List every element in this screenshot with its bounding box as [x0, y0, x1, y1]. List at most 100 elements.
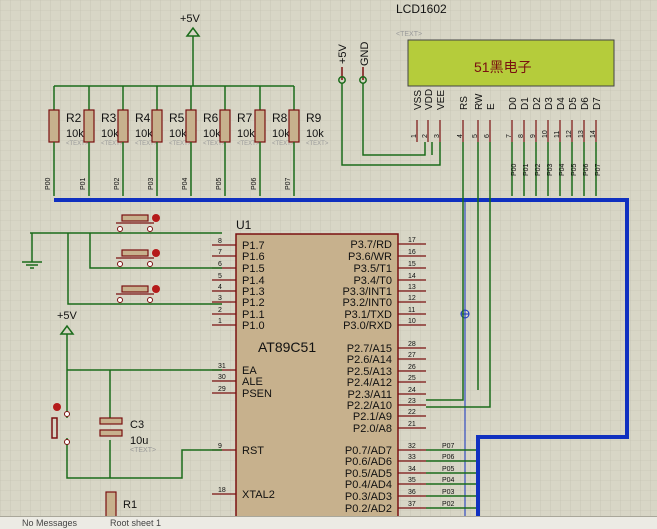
lcd-net-label: P00	[511, 163, 518, 176]
lcd-pin-label: VEE	[436, 90, 447, 110]
resistor-r8[interactable]	[254, 109, 266, 143]
button-contact	[117, 297, 123, 303]
mcu-pin-name: P0.3/AD3	[345, 491, 392, 503]
mcu-pin-number: 7	[218, 249, 222, 256]
mcu-pin-number: 14	[408, 273, 416, 280]
resistor-text-placeholder: <TEXT>	[135, 141, 158, 147]
mcu-pin-name: P1.4	[242, 275, 265, 287]
p0-net-label: P07	[442, 443, 455, 450]
p0-net-label: P03	[442, 489, 455, 496]
button-wires	[30, 232, 222, 305]
capacitor-c3[interactable]: C3 10u <TEXT>	[99, 417, 156, 454]
mcu-part: AT89C51	[258, 339, 316, 355]
lcd-net-label: P02	[535, 163, 542, 176]
mcu-pin-name: P3.3/INT1	[342, 286, 392, 298]
resistor-r6[interactable]	[185, 109, 197, 143]
mcu-pin-name: P3.5/T1	[353, 263, 392, 275]
vcc-pullup-terminal[interactable]: +5V	[180, 13, 201, 86]
vcc-label: +5V	[337, 43, 349, 64]
lcd-pin-number: 8	[518, 134, 525, 138]
reset-circuit[interactable]: +5V C3 10u <TEXT> R1	[51, 310, 222, 519]
resistor-net-label: P07	[285, 177, 292, 190]
status-sheet: Root sheet 1	[110, 518, 162, 528]
status-bar: No Messages Root sheet 1	[0, 516, 657, 529]
lcd-text-placeholder: <TEXT>	[396, 31, 422, 38]
mcu-pin-number: 11	[408, 307, 415, 314]
lcd-net-label: P04	[559, 163, 566, 176]
button-cap[interactable]	[121, 249, 149, 257]
mcu-pin-number: 9	[218, 443, 222, 450]
reset-button[interactable]	[51, 403, 70, 445]
lcd-module[interactable]: LCD1602 <TEXT> 51黑电子 VSS1VDD2VEE3RS4RW5E…	[396, 2, 615, 196]
ground-symbol-icon	[22, 260, 42, 269]
resistor-bank[interactable]: R210k<TEXT>P00R310k<TEXT>P01R410k<TEXT>P…	[45, 86, 329, 196]
mcu-pin-number: 29	[218, 386, 226, 393]
resistor-net-label: P05	[216, 177, 223, 190]
resistor-r4[interactable]	[117, 109, 129, 143]
button-cap[interactable]	[121, 214, 149, 222]
resistor-r1[interactable]: R1	[105, 491, 137, 519]
lcd-pin-number: 13	[578, 130, 585, 138]
lcd-pin-label: VSS	[413, 90, 424, 110]
vcc-pullup-label: +5V	[180, 13, 201, 25]
mcu-pin-number: 3	[218, 295, 222, 302]
resistor-name: R6	[203, 111, 219, 125]
mcu-pin-name: P3.2/INT0	[342, 297, 392, 309]
mcu-pin-number: 2	[218, 307, 222, 314]
lcd-pin-label: D4	[556, 97, 567, 110]
mcu-body	[235, 233, 399, 528]
button-contact	[147, 226, 153, 232]
lcd-pin-label: D2	[532, 97, 543, 110]
resistor-r9[interactable]	[288, 109, 300, 143]
p0-net-label: P05	[442, 466, 455, 473]
mcu-pin-name: P2.2/A10	[347, 400, 392, 412]
resistor-value: 10k	[135, 128, 153, 140]
mcu-pin-number: 4	[218, 284, 222, 291]
mcu-pin-number: 24	[408, 387, 416, 394]
resistor-text-placeholder: <TEXT>	[169, 141, 192, 147]
lcd-e-wire	[426, 142, 491, 408]
mcu-pin-name: P0.7/AD7	[345, 445, 392, 457]
resistor-r2[interactable]	[48, 109, 60, 143]
resistor-name: R5	[169, 111, 185, 125]
mcu-pin-number: 34	[408, 466, 416, 473]
resistor-name: R9	[306, 111, 322, 125]
mcu-pin-name: P2.0/A8	[353, 423, 392, 435]
mcu-pin-number: 37	[408, 501, 416, 508]
mcu-pin-number: 25	[408, 375, 416, 382]
lcd-pin-number: 3	[434, 134, 441, 138]
vcc-reset-label: +5V	[57, 310, 78, 322]
mcu-pin-name: P3.7/RD	[350, 239, 392, 251]
resistor-r7[interactable]	[219, 109, 231, 143]
resistor-r5[interactable]	[151, 109, 163, 143]
lcd-pin-label: D7	[592, 97, 603, 110]
button-group[interactable]	[116, 214, 160, 303]
mcu-pin-number: 15	[408, 261, 416, 268]
p0-bus	[54, 198, 629, 528]
p0-net-label: P02	[442, 501, 455, 508]
lcd-pin-label: D1	[520, 97, 531, 110]
vcc-terminal[interactable]: +5V	[337, 43, 349, 84]
button-cap[interactable]	[121, 285, 149, 293]
mcu-pin-number: 16	[408, 249, 416, 256]
mcu-pin-name: P1.7	[242, 240, 265, 252]
reset-wires	[66, 334, 222, 479]
mcu-pin-name: P1.0	[242, 320, 265, 332]
button-contact	[147, 261, 153, 267]
lcd-pin-number: 5	[472, 134, 479, 138]
mcu-pin-number: 1	[218, 318, 222, 325]
resistor-net-label: P01	[80, 177, 87, 190]
mcu-pin-number: 31	[218, 363, 226, 370]
lcd-pin-label: D6	[580, 97, 591, 110]
cap-text-placeholder: <TEXT>	[130, 447, 156, 454]
resistor-text-placeholder: <TEXT>	[272, 141, 295, 147]
resistor-r3[interactable]	[83, 109, 95, 143]
mcu-pin-name: P3.6/WR	[348, 251, 392, 263]
resistor-net-label: P06	[251, 177, 258, 190]
mcu-pin-number: 33	[408, 454, 416, 461]
mcu-pin-name: P0.4/AD4	[345, 479, 392, 491]
mcu-pin-number: 27	[408, 352, 416, 359]
resistor-text-placeholder: <TEXT>	[237, 141, 260, 147]
